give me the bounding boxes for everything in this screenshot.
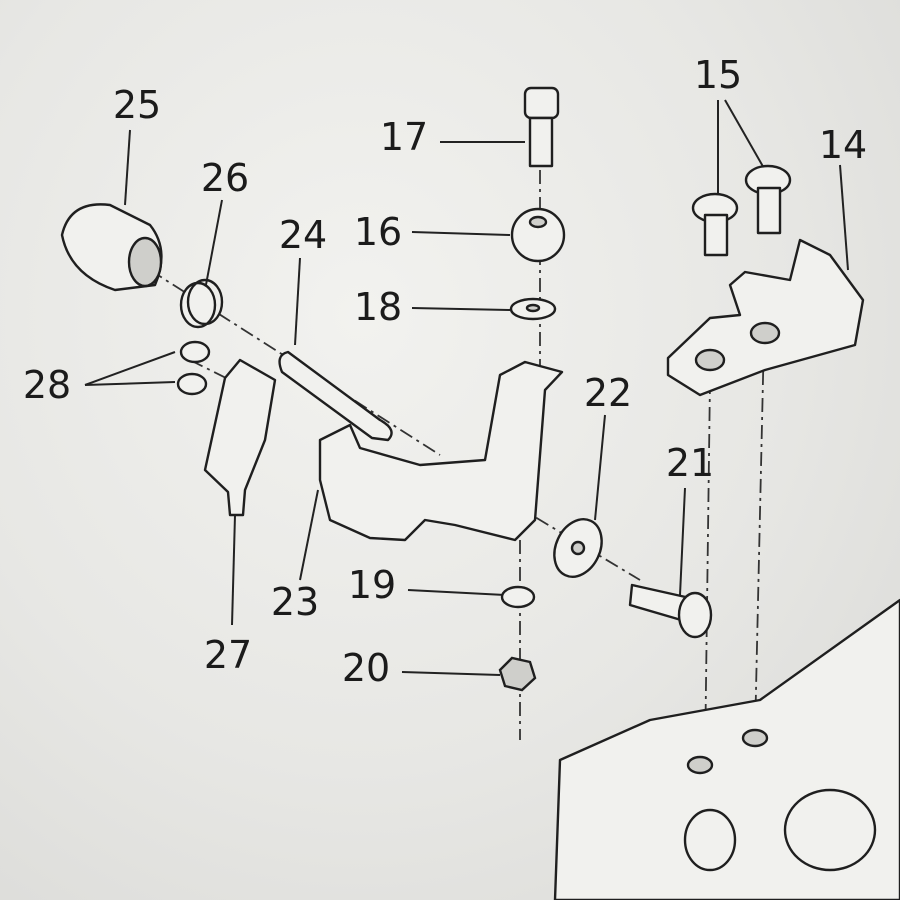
part-28-screws: [176, 340, 211, 396]
label-21: 21: [666, 441, 714, 485]
part-23-bracket: [318, 360, 564, 542]
label-24: 24: [279, 213, 327, 257]
part-27-plate: [203, 358, 277, 517]
part-24-pin: [278, 350, 393, 442]
label-25: 25: [113, 83, 161, 127]
label-19: 19: [348, 563, 396, 607]
callout-labels: 25 26 24 16 17 18 15 14 28 22 21 19 20 2…: [23, 53, 867, 690]
part-26-spring: [179, 278, 224, 329]
part-15-screws: [691, 164, 792, 257]
part-16-ball: [510, 207, 566, 263]
part-18-washer: [509, 297, 557, 321]
label-15: 15: [694, 53, 742, 97]
machine-base: [553, 598, 900, 900]
part-25-cap: [60, 203, 163, 292]
part-22-washer: [553, 518, 603, 578]
leader-lines: [84, 99, 849, 676]
label-18: 18: [354, 285, 402, 329]
label-26: 26: [201, 156, 249, 200]
part-17-screw: [523, 86, 560, 168]
label-22: 22: [584, 371, 632, 415]
part-20-nut: [498, 656, 537, 692]
label-23: 23: [271, 580, 319, 624]
label-20: 20: [342, 646, 390, 690]
label-14: 14: [819, 123, 867, 167]
label-16: 16: [354, 210, 402, 254]
part-14-plate: [666, 238, 865, 397]
label-17: 17: [380, 115, 428, 159]
label-28: 28: [23, 363, 71, 407]
label-27: 27: [204, 633, 252, 677]
part-21-screw: [628, 583, 713, 639]
part-19-lockwasher: [500, 585, 536, 609]
